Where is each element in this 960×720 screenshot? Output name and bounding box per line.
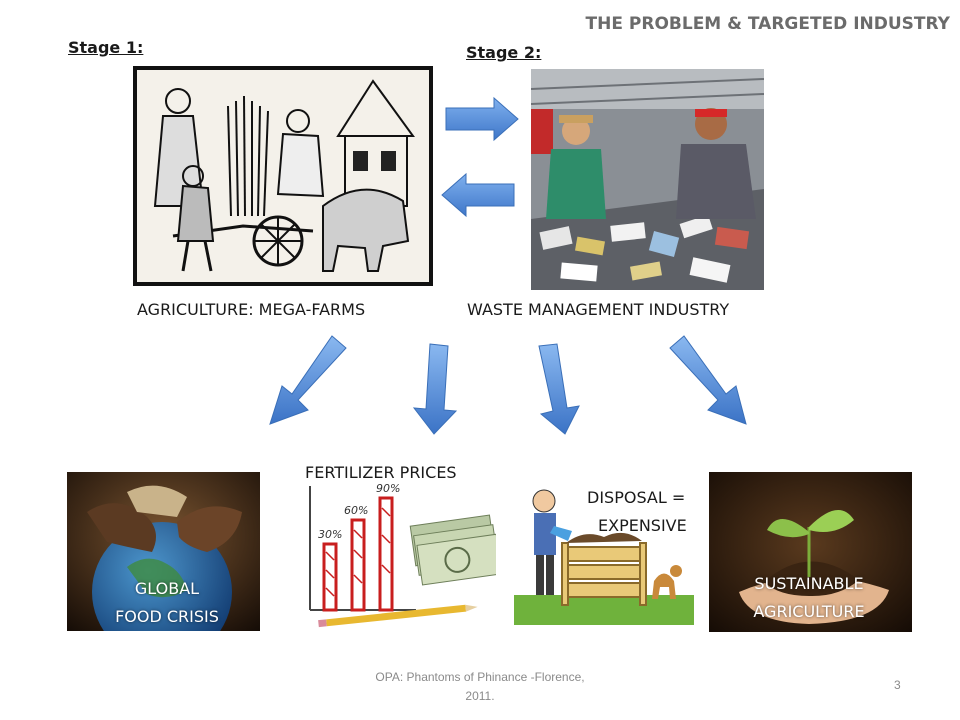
stage-1-label: Stage 1:: [68, 38, 144, 57]
global-food-crisis-image: [67, 472, 260, 631]
fertilizer-prices-caption: FERTILIZER PRICES: [305, 463, 457, 482]
footer-text: OPA: Phantoms of Phinance -Florence, 201…: [330, 668, 630, 706]
chart-label-30: 30%: [318, 528, 342, 541]
chart-label-90: 90%: [376, 482, 400, 495]
agriculture-woodcut-image: [133, 66, 433, 286]
arrow-down-left-icon: [269, 335, 347, 425]
footer-line-1: OPA: Phantoms of Phinance -Florence,: [375, 670, 585, 684]
arrow-right-icon: [445, 96, 519, 142]
sustainable-agriculture-caption: SUSTAINABLE AGRICULTURE: [719, 570, 899, 626]
fertilizer-prices-image: 30% 60% 90%: [296, 480, 496, 628]
stage-2-label: Stage 2:: [466, 43, 542, 62]
disposal-caption-line-1: DISPOSAL =: [587, 488, 686, 507]
slide-title: THE PROBLEM & TARGETED INDUSTRY: [585, 14, 950, 34]
disposal-caption-line-2: EXPENSIVE: [598, 516, 687, 535]
footer-line-2: 2011.: [465, 689, 495, 703]
global-food-crisis-caption: GLOBAL FOOD CRISIS: [67, 575, 267, 631]
arrow-down-slight-left-icon: [412, 343, 458, 435]
food-crisis-line-1: GLOBAL: [134, 579, 200, 598]
sustainable-line-1: SUSTAINABLE: [754, 574, 864, 593]
arrow-down-slight-right-icon: [538, 343, 580, 435]
sustainable-line-2: AGRICULTURE: [753, 602, 865, 621]
chart-label-60: 60%: [344, 504, 368, 517]
food-crisis-line-2: FOOD CRISIS: [115, 607, 219, 626]
compost-disposal-image: [514, 471, 694, 625]
arrow-down-right-icon: [669, 335, 747, 425]
agriculture-caption: AGRICULTURE: MEGA-FARMS: [137, 300, 366, 319]
waste-sorting-photo: [531, 69, 764, 290]
sustainable-agriculture-image: [709, 472, 912, 632]
waste-management-caption: WASTE MANAGEMENT INDUSTRY: [467, 300, 730, 319]
arrow-left-icon: [441, 172, 515, 218]
page-number: 3: [894, 678, 901, 692]
